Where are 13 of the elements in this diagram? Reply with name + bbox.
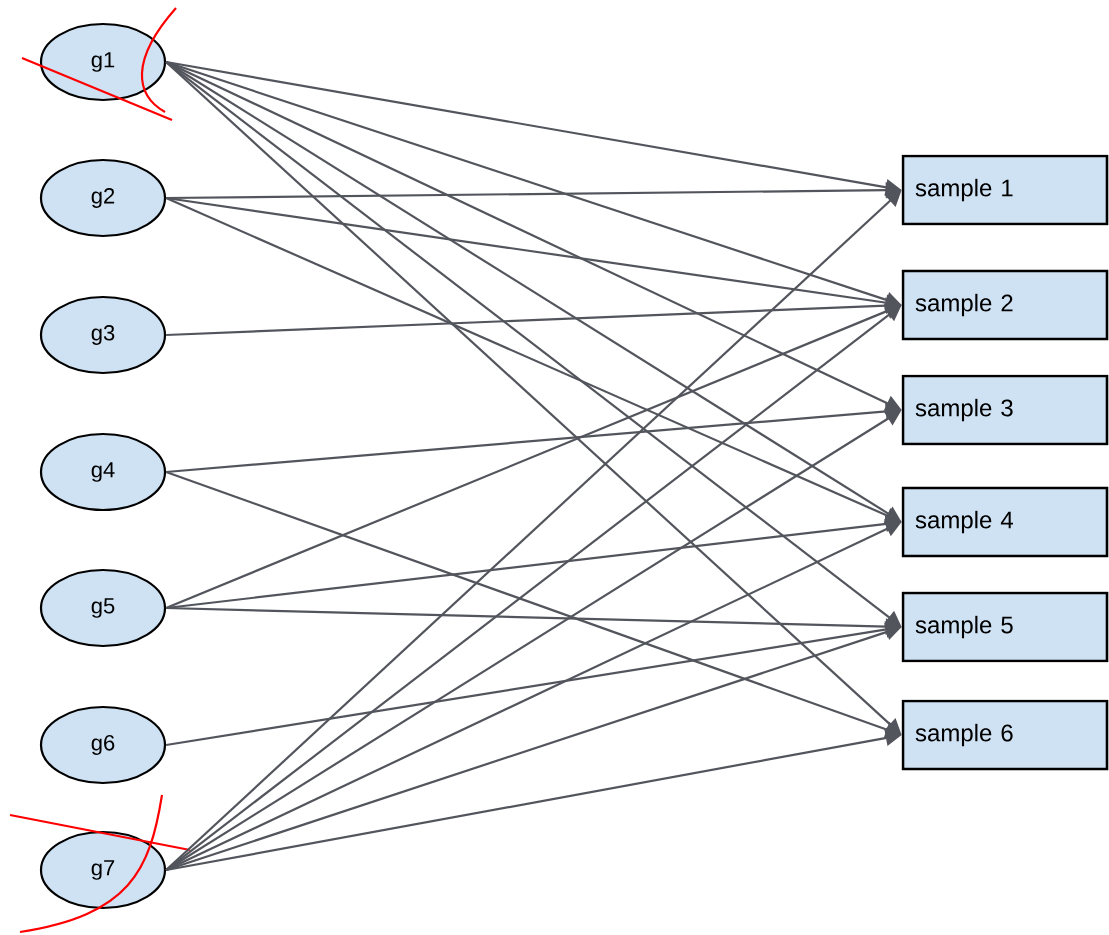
ellipse-node: g2	[39, 158, 167, 238]
ellipse-node: g4	[39, 432, 167, 512]
sample-box: sample 4	[901, 486, 1109, 558]
sample-box: sample 5	[901, 591, 1109, 663]
ellipse-node: g6	[39, 705, 167, 785]
sample-box: sample 1	[901, 154, 1109, 226]
ellipse-node: g5	[39, 568, 167, 648]
ellipse-node: g1	[39, 22, 167, 102]
sample-box: sample 6	[901, 699, 1109, 771]
ellipse-node: g7	[39, 830, 167, 910]
sample-box: sample 2	[901, 269, 1109, 341]
sample-box: sample 3	[901, 374, 1109, 446]
ellipse-node: g3	[39, 295, 167, 375]
